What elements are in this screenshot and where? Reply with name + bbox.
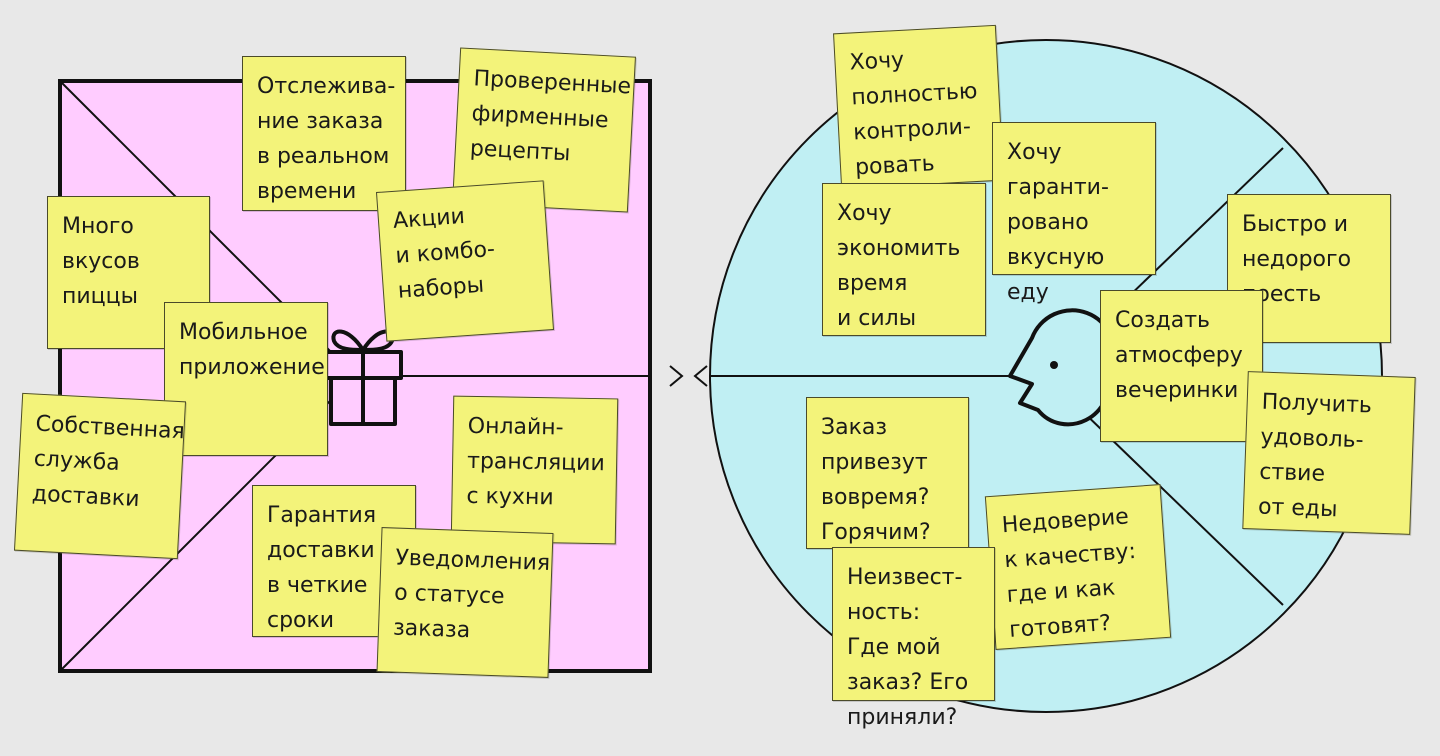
- note-kitchen-streams: Онлайн- трансляции с кухни: [450, 395, 619, 545]
- fit-connector: [669, 365, 708, 387]
- note-uncertainty: Неизвест- ность: Где мой заказ? Его прин…: [832, 547, 995, 730]
- note-party-atmosphere: Создать атмосферу вечеринки: [1100, 290, 1263, 442]
- note-want-tasty: Хочу гаранти- ровано вкусную еду: [992, 122, 1156, 305]
- arrow-right-icon: [669, 365, 684, 387]
- note-save-time: Хочу экономить время и силы: [822, 183, 986, 336]
- note-quality-distrust: Недоверие к качеству: где и как готовят?: [984, 484, 1172, 650]
- note-on-time-hot: Заказ привезут вовремя? Горячим?: [806, 397, 969, 549]
- note-realtime-tracking: Отслежива- ние заказа в реальном времени: [242, 56, 406, 211]
- note-mobile-app: Мобильное приложение: [164, 302, 328, 456]
- arrow-left-icon: [693, 365, 708, 387]
- note-promo-combos: Акции и комбо- наборы: [375, 180, 555, 342]
- note-many-flavors: Много вкусов пиццы: [47, 196, 210, 349]
- note-own-delivery: Собственная служба доставки: [13, 392, 187, 560]
- note-status-notifications: Уведомления о статусе заказа: [376, 527, 554, 678]
- note-want-control: Хочу полностью контроли- ровать ситуацию: [833, 24, 1004, 215]
- note-enjoy-food: Получить удоволь- ствие от еды: [1242, 371, 1416, 535]
- gift-icon: [323, 329, 403, 426]
- note-fast-cheap: Быстро и недорого поесть: [1227, 194, 1391, 343]
